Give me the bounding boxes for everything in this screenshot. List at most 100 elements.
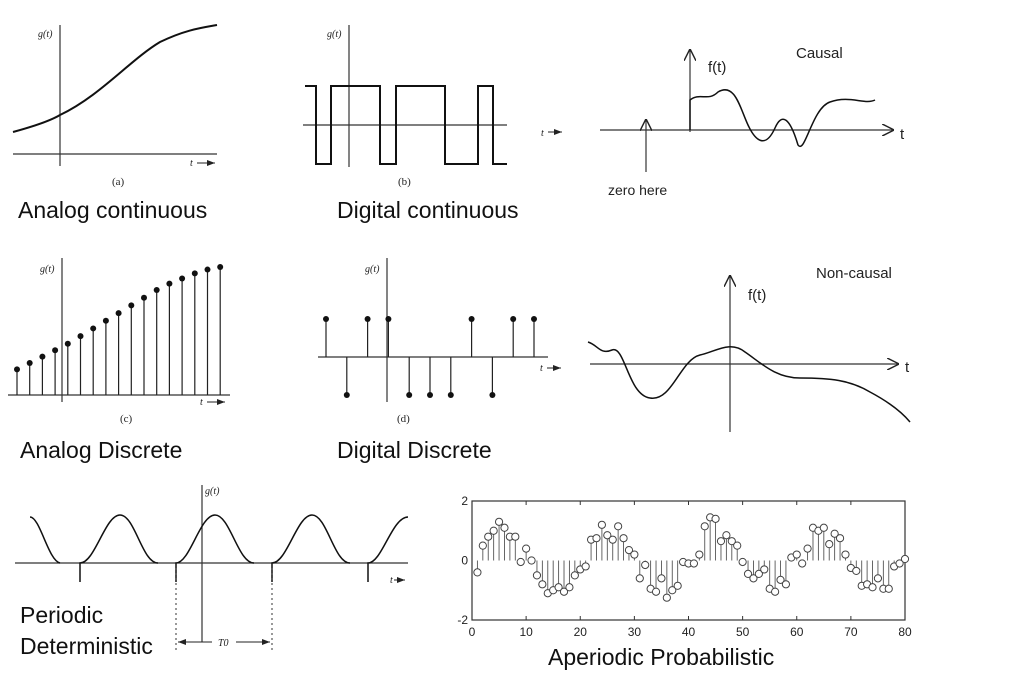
data-point: [776, 575, 785, 584]
caption: Analog Discrete: [20, 437, 182, 463]
data-point: [624, 545, 634, 555]
data-point: [798, 559, 807, 568]
stem-dot: [153, 287, 160, 294]
data-point: [570, 571, 579, 580]
data-point: [522, 544, 531, 553]
data-point: [484, 532, 493, 541]
sub-label: (a): [112, 176, 125, 188]
panel-periodic: g(t) t T0 Periodic Deterministic: [15, 485, 409, 659]
data-point: [614, 522, 623, 531]
data-point: [825, 540, 834, 549]
stem-dot: [489, 392, 496, 398]
data-point: [835, 534, 845, 543]
stem-dot: [447, 392, 454, 398]
title: Causal: [796, 45, 843, 62]
stem-dot: [468, 316, 475, 322]
period-label: T0: [218, 638, 229, 649]
stem-dot: [90, 325, 97, 332]
data-point: [668, 586, 677, 595]
data-point: [711, 514, 720, 523]
data-point: [538, 580, 547, 589]
data-point: [662, 593, 671, 602]
stem-dot: [52, 347, 59, 354]
data-point: [494, 517, 504, 526]
x-tick-label: 80: [898, 625, 912, 639]
x-label: t: [200, 397, 203, 408]
sub-label: (b): [398, 176, 411, 188]
stem-dot: [64, 340, 71, 347]
x-label: t: [905, 359, 910, 376]
data-point: [630, 550, 639, 559]
y-label: g(t): [327, 29, 342, 40]
y-label: f(t): [708, 59, 726, 76]
x-label: t: [541, 128, 544, 139]
panel-non-causal: f(t) Non-causal t: [587, 265, 911, 432]
y-tick-label: -2: [457, 613, 468, 627]
data-point: [500, 523, 509, 532]
x-tick-label: 40: [682, 625, 696, 639]
periodic-signal: [29, 514, 409, 582]
data-point: [792, 550, 801, 559]
stem-group: [323, 316, 537, 398]
signal-curve: [12, 24, 218, 133]
title: Non-causal: [816, 265, 892, 282]
x-label: t: [900, 126, 905, 143]
y-tick-label: 2: [461, 494, 468, 508]
data-point: [511, 532, 520, 541]
x-tick-label: 70: [844, 625, 858, 639]
data-point: [841, 550, 850, 559]
data-point: [473, 568, 482, 577]
data-point: [781, 580, 791, 589]
panel-causal: f(t) Causal t zero here: [600, 45, 905, 198]
data-point: [749, 574, 758, 583]
data-point: [754, 569, 763, 578]
stem-dot: [323, 316, 329, 322]
square-wave: [305, 85, 507, 165]
stem-dot: [204, 266, 211, 273]
data-point: [900, 554, 910, 564]
data-point: [581, 562, 590, 571]
data-point: [733, 541, 742, 550]
data-point: [532, 571, 542, 580]
x-tick-label: 30: [628, 625, 642, 639]
panel-analog-discrete: g(t) t (c) Analog Discrete: [8, 258, 230, 463]
data-point: [760, 565, 769, 574]
panel-digital-continuous: g(t) t (b) Digital continuous: [303, 25, 562, 223]
x-label: t: [390, 575, 393, 586]
data-point: [635, 574, 644, 583]
stem-dot: [166, 280, 173, 287]
data-point: [830, 529, 839, 538]
caption-line2: Deterministic: [20, 633, 153, 659]
sub-label: (d): [397, 413, 410, 425]
data-point: [673, 581, 682, 590]
data-point: [738, 557, 747, 567]
data-point: [489, 526, 498, 535]
y-label: g(t): [365, 264, 380, 275]
x-tick-label: 50: [736, 625, 750, 639]
data-point: [554, 583, 563, 592]
data-point: [651, 587, 661, 596]
data-point: [597, 520, 607, 529]
stem-dot: [179, 275, 186, 282]
x-label: t: [190, 158, 193, 169]
data-point: [478, 541, 487, 550]
stem-dot: [128, 302, 135, 309]
stem-dot: [343, 392, 350, 398]
stem-dot: [385, 316, 392, 322]
data-point: [565, 583, 574, 592]
stem-dot: [510, 316, 517, 322]
stem-series: [473, 513, 910, 602]
stem-dot: [26, 360, 33, 366]
data-point: [873, 574, 883, 583]
stem-dot: [191, 270, 198, 277]
data-point: [819, 523, 828, 532]
stem-group: [14, 264, 224, 395]
data-point: [852, 566, 861, 576]
data-point: [641, 560, 650, 570]
x-tick-label: 10: [519, 625, 533, 639]
data-point: [592, 534, 601, 543]
data-point: [803, 544, 812, 553]
stem-dot: [364, 316, 371, 322]
